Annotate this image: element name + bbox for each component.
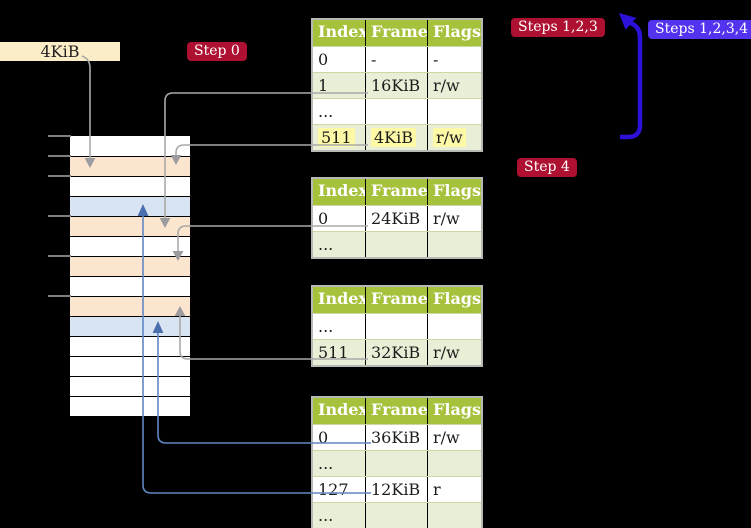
memory-row-white: [70, 356, 190, 376]
table-row: ...: [313, 98, 481, 124]
table-row: ...: [313, 313, 481, 339]
table-cell: r/w: [428, 125, 481, 150]
table-cell: -: [433, 50, 439, 69]
memory-row-peach: [70, 156, 190, 176]
table-cell: r/w: [433, 343, 460, 362]
memory-row-blue: [70, 196, 190, 216]
steps1234-badge: Steps 1,2,3,4: [648, 20, 751, 39]
big-blue-arrow-shaft: [620, 20, 643, 140]
table-header-frame: Frame: [366, 398, 428, 424]
table-cell: 511: [313, 125, 366, 150]
memory-tick: [48, 255, 71, 257]
memory-tick: [48, 215, 71, 217]
memory-row-white: [70, 336, 190, 356]
memory-row-blue: [70, 316, 190, 336]
table-cell: 12KiB: [366, 477, 428, 502]
memory-row-peach: [70, 216, 190, 236]
table-header-frame: Frame: [366, 287, 428, 313]
memory-row-white: [70, 276, 190, 296]
page-size-box: 4KiB: [0, 42, 120, 61]
table-cell: -: [366, 47, 428, 72]
memory-tick: [48, 155, 71, 157]
memory-row-white: [70, 176, 190, 196]
memory-row-white: [70, 396, 190, 416]
table-cell: [428, 232, 481, 257]
memory-row-peach: [70, 296, 190, 316]
table-cell: [366, 232, 428, 257]
table-cell: [366, 314, 428, 339]
memory-tick: [48, 175, 71, 177]
table-header-index: Index: [313, 20, 366, 46]
table-row: 0--: [313, 46, 481, 72]
table-cell: r/w: [433, 76, 460, 95]
table-cell: [366, 99, 428, 124]
table-header-flags: Flags: [433, 400, 481, 419]
table-row: ...: [313, 231, 481, 257]
table-cell: 16KiB: [366, 73, 428, 98]
table-cell: 0: [313, 47, 366, 72]
table-cell: ...: [313, 99, 366, 124]
table-cell: [428, 99, 481, 124]
big-blue-arrowhead-icon: [619, 13, 637, 30]
table-cell: 32KiB: [366, 340, 428, 365]
big-blue-arrow: [619, 13, 643, 140]
table-cell: [366, 451, 428, 476]
table-cell: ...: [313, 503, 366, 528]
step4-badge: Step 4: [517, 158, 577, 177]
table-cell: ...: [313, 232, 366, 257]
step0-badge: Step 0: [187, 42, 247, 61]
table-header-frame: Frame: [366, 20, 428, 46]
memory-tick: [48, 295, 71, 297]
table-header-index: Index: [313, 179, 366, 205]
table-header-index: Index: [313, 287, 366, 313]
memory-row-white: [70, 236, 190, 256]
table-cell: [428, 451, 481, 476]
memory-row-white: [70, 136, 190, 156]
table-cell: 24KiB: [366, 206, 428, 231]
memory-row-peach: [70, 256, 190, 276]
table-cell: 4KiB: [366, 125, 428, 150]
table-cell: [366, 503, 428, 528]
table-cell: ...: [313, 314, 366, 339]
table-header-flags: Flags: [433, 22, 481, 41]
table-cell: ...: [313, 451, 366, 476]
table-row: ...: [313, 502, 481, 528]
table-cell: [428, 503, 481, 528]
table-row: ...: [313, 450, 481, 476]
table-cell: 0: [313, 425, 366, 450]
table-cell: r: [433, 480, 441, 499]
table-header-flags: Flags: [433, 181, 481, 200]
table-header-index: Index: [313, 398, 366, 424]
table-cell: r/w: [433, 428, 460, 447]
table-cell: 127: [313, 477, 366, 502]
table-header-flags: Flags: [433, 289, 481, 308]
table-cell: 1: [313, 73, 366, 98]
memory-tick: [48, 135, 71, 137]
table-cell: 0: [313, 206, 366, 231]
table-header-frame: Frame: [366, 179, 428, 205]
table-cell: [428, 314, 481, 339]
physical-memory-column: [70, 136, 190, 416]
table-cell: 511: [313, 340, 366, 365]
memory-row-white: [70, 376, 190, 396]
table-cell: r/w: [433, 209, 460, 228]
table-cell: 36KiB: [366, 425, 428, 450]
steps123-badge: Steps 1,2,3: [511, 18, 605, 37]
